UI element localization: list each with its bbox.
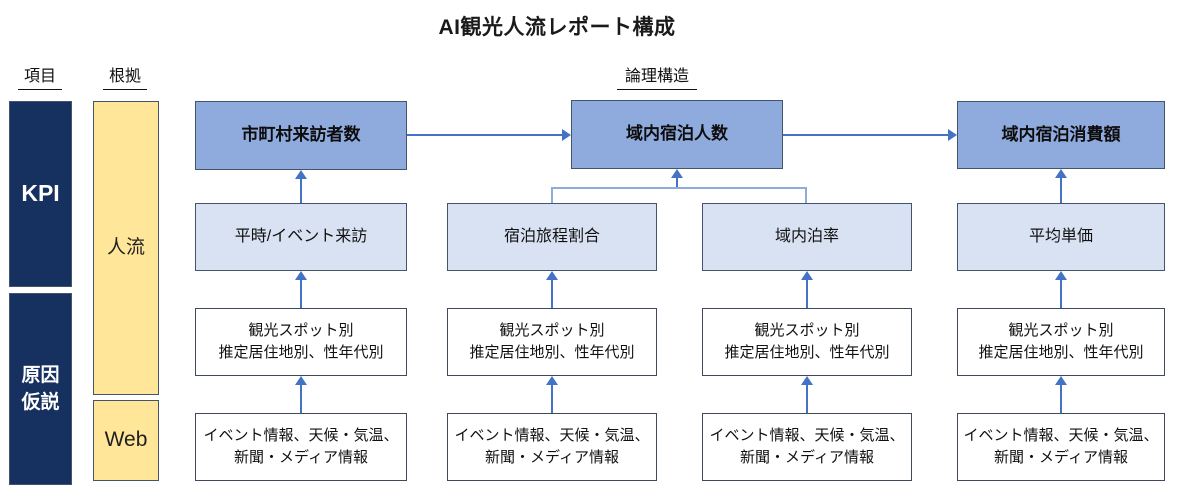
item-kpi-label: KPI [21,180,60,207]
spot-attribute-line1: 観光スポット別 [499,322,605,339]
web-info-line2: 新聞・メディア情報 [485,449,619,466]
arrow-up-spot-to-driver [546,271,558,308]
web-info-box: イベント情報、天候・気温、 新聞・メディア情報 [195,413,407,481]
arrow-up-driver-to-kpi [1055,169,1067,203]
basis-people-flow-label: 人流 [106,237,145,259]
basis-people-flow-box: 人流 [93,101,159,395]
arrow-up-web-to-spot [1055,376,1067,413]
arrow-up-bracket-to-guests [671,169,683,187]
kpi-municipal-visitors-label: 市町村来訪者数 [241,125,361,145]
web-info-line2: 新聞・メディア情報 [740,449,874,466]
driver-normal-event-visits-label: 平時/イベント来訪 [234,228,368,246]
item-cause-hypothesis-box: 原因 仮説 [9,293,72,485]
spot-attribute-line1: 観光スポット別 [248,322,354,339]
spot-attribute-box: 観光スポット別 推定居住地別、性年代別 [447,308,657,376]
spot-attribute-line2: 推定居住地別、性年代別 [218,344,384,361]
web-info-line2: 新聞・メディア情報 [994,449,1128,466]
column-header-item: 項目 [18,62,62,90]
column-header-basis: 根拠 [103,62,147,90]
web-info-line1: イベント情報、天候・気温、 [203,427,399,444]
spot-attribute-line1: 観光スポット別 [754,322,860,339]
driver-average-unit-price-label: 平均単価 [1028,228,1093,246]
connector-bracket-horizontal [551,187,807,189]
arrow-right-guests-to-spending [783,129,957,141]
arrow-right-visitors-to-guests [407,129,571,141]
web-info-line1: イベント情報、天候・気温、 [454,427,650,444]
arrow-up-driver-to-kpi [295,170,307,203]
arrow-up-web-to-spot [295,376,307,413]
column-header-logic: 論理構造 [617,62,697,90]
spot-attribute-box: 観光スポット別 推定居住地別、性年代別 [702,308,912,376]
driver-normal-event-visits-box: 平時/イベント来訪 [195,203,407,271]
kpi-area-overnight-spending-label: 域内宿泊消費額 [1001,124,1121,144]
spot-attribute-line1: 観光スポット別 [1008,322,1114,339]
kpi-area-overnight-spending-box: 域内宿泊消費額 [957,101,1165,169]
spot-attribute-line2: 推定居住地別、性年代別 [978,344,1144,361]
basis-web-box: Web [93,400,159,481]
driver-overnight-trip-ratio-label: 宿泊旅程割合 [503,228,600,246]
web-info-box: イベント情報、天候・気温、 新聞・メディア情報 [702,413,912,481]
driver-area-stay-rate-label: 域内泊率 [774,228,839,246]
web-info-line1: イベント情報、天候・気温、 [963,427,1159,444]
spot-attribute-line2: 推定居住地別、性年代別 [724,344,890,361]
spot-attribute-box: 観光スポット別 推定居住地別、性年代別 [195,308,407,376]
web-info-box: イベント情報、天候・気温、 新聞・メディア情報 [447,413,657,481]
web-info-line1: イベント情報、天候・気温、 [709,427,905,444]
kpi-municipal-visitors-box: 市町村来訪者数 [195,101,407,170]
connector-bracket-right [805,187,807,203]
kpi-area-overnight-guests-box: 域内宿泊人数 [571,100,783,169]
arrow-up-web-to-spot [546,376,558,413]
kpi-area-overnight-guests-label: 域内宿泊人数 [626,124,728,144]
arrow-up-spot-to-driver [1055,271,1067,308]
spot-attribute-box: 観光スポット別 推定居住地別、性年代別 [957,308,1165,376]
spot-attribute-line2: 推定居住地別、性年代別 [469,344,635,361]
arrow-up-spot-to-driver [295,271,307,308]
item-cause-label-line1: 原因 [21,365,60,386]
arrow-up-web-to-spot [801,376,813,413]
connector-bracket-left [551,187,553,203]
driver-average-unit-price-box: 平均単価 [957,203,1165,271]
driver-area-stay-rate-box: 域内泊率 [702,203,912,271]
arrow-up-spot-to-driver [801,271,813,308]
driver-overnight-trip-ratio-box: 宿泊旅程割合 [447,203,657,271]
item-cause-label-line2: 仮説 [21,392,60,413]
diagram-title: AI観光人流レポート構成 [438,16,676,39]
web-info-box: イベント情報、天候・気温、 新聞・メディア情報 [957,413,1165,481]
web-info-line2: 新聞・メディア情報 [234,449,368,466]
item-kpi-box: KPI [9,101,72,287]
basis-web-label: Web [104,428,148,452]
